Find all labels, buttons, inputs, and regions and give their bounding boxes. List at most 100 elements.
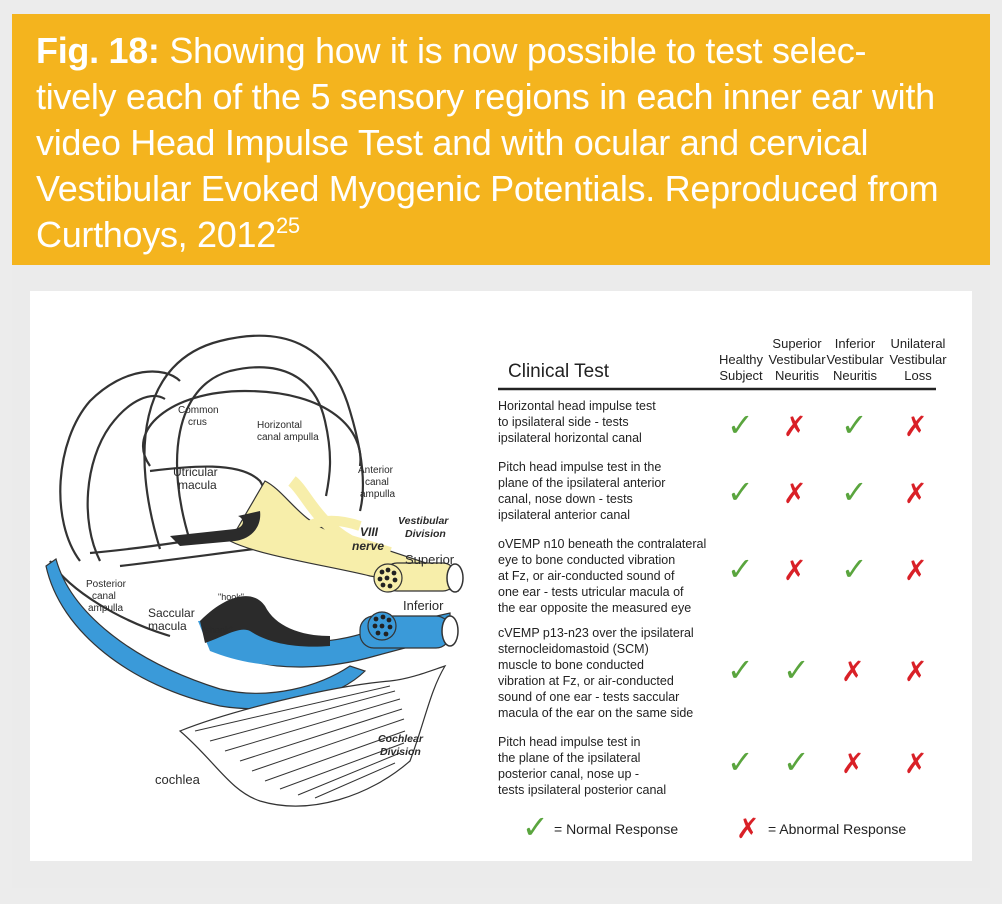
label-cochlear-division: Division [380,746,421,758]
caption-line-1: Fig. 18: Showing how it is now possible … [36,28,976,74]
label-posterior-ampulla: ampulla [88,603,123,614]
caption-text-1: Showing how it is now possible to test s… [169,30,867,71]
label-cochlea: cochlea [155,772,201,787]
clinical-test-text: one ear - tests utricular macula of [498,585,684,599]
column-header-line: Neuritis [832,368,878,383]
label-cochlear: Cochlear [378,733,424,745]
column-header-line: Subject [719,368,763,383]
caption-line-4: Vestibular Evoked Myogenic Potentials. R… [36,168,939,209]
label-inferior: Inferior [403,598,444,613]
clinical-test-text: vibration at Fz, or air-conducted [498,674,674,688]
clinical-test-text: cVEMP p13-n23 over the ipsilateral [498,626,694,640]
label-horizontal: Horizontal [257,420,302,431]
label-posterior-canal: canal [92,591,116,602]
saccular-macula [200,596,330,647]
caption-line-5: Curthoys, 201225 [36,212,976,258]
posterior-canal-blue [45,558,367,710]
check-icon: ✓ [783,743,810,781]
clinical-test-text: eye to bone conducted vibration [498,553,676,567]
cross-icon: ✗ [904,477,928,510]
diagram-labels: Common crus Horizontal canal ampulla Ant… [86,405,455,787]
inferior-structures [45,558,459,710]
cross-icon: ✗ [904,554,928,587]
legend-check-icon: ✓ [522,808,549,846]
clinical-test-text: the plane of the ipsilateral [498,751,641,765]
column-header-line: Vestibular [826,352,884,367]
clinical-test-text: at Fz, or air-conducted sound of [498,569,675,583]
viii-nerve [229,476,464,593]
cross-icon: ✗ [841,655,865,688]
label-nerve: nerve [352,539,384,553]
label-hook: "hook" [218,592,244,602]
label-canal-ampulla: canal ampulla [257,432,319,443]
column-header-line: Loss [904,368,932,383]
label-utricular: Utricular [173,465,218,479]
cross-icon: ✗ [904,655,928,688]
check-icon: ✓ [727,406,754,444]
check-icon: ✓ [727,651,754,689]
cochlea-shape [178,664,447,807]
label-superior: Superior [405,552,455,567]
clinical-test-text: posterior canal, nose up - [498,767,640,781]
cross-icon: ✗ [841,747,865,780]
label-common: Common [178,405,219,416]
horizontal-canal-upper [142,389,362,467]
clinical-test-text: the ear opposite the measured eye [498,601,692,615]
clinical-test-text: muscle to bone conducted [498,658,644,672]
label-division: Division [405,528,446,540]
legend-cross-icon: ✗ [736,812,760,845]
posterior-nerve-branch [291,515,362,540]
ganglion-dots-inferior [372,614,393,637]
clinical-test-text: ipsilateral horizontal canal [498,431,642,445]
figure-panel: Common crus Horizontal canal ampulla Ant… [30,291,972,861]
label-anterior: Anterior [358,465,394,476]
column-header-line: Healthy [718,352,764,367]
cross-icon: ✗ [783,410,807,443]
caption-text-5: Curthoys, 2012 [36,214,276,255]
clinical-test-text: canal, nose down - tests [498,492,633,506]
check-icon: ✓ [727,743,754,781]
cochlea-fibers [194,685,406,799]
inner-ear-diagram: Common crus Horizontal canal ampulla Ant… [45,334,936,807]
label-viii: VIII [360,525,379,539]
legend-abnormal: = Abnormal Response [768,821,907,837]
clinical-test-text: to ipsilateral side - tests [498,415,629,429]
clinical-test-text: Pitch head impulse test in [498,735,641,749]
label-posterior: Posterior [86,579,127,590]
column-header-line: Vestibular [889,352,947,367]
cross-icon: ✗ [904,410,928,443]
superior-nerve-end [446,563,464,593]
column-header-line: Unilateral [890,336,946,351]
column-header-line: Neuritis [774,368,820,383]
check-icon: ✓ [841,406,868,444]
reference-superscript: 25 [275,213,300,238]
clinical-test-text: oVEMP n10 beneath the contralateral [498,537,707,551]
clinical-test-text: tests ipsilateral posterior canal [498,783,667,797]
clinical-test-text: Horizontal head impulse test [498,399,656,413]
clinical-test-text: Pitch head impulse test in the [498,460,662,474]
cross-icon: ✗ [904,747,928,780]
label-anterior-ampulla: ampulla [360,489,395,500]
check-icon: ✓ [727,550,754,588]
legend-normal: = Normal Response [554,821,679,837]
figure-label: Fig. 18: [36,30,160,71]
label-saccular: Saccular [148,606,195,620]
cross-icon: ✗ [783,477,807,510]
label-crus: crus [188,417,207,428]
posterior-canal-outer [59,370,181,562]
cross-icon: ✗ [783,554,807,587]
check-icon: ✓ [783,651,810,689]
posterior-canal-inner [86,394,166,562]
figure-caption: Fig. 18: Showing how it is now possible … [12,14,990,265]
clinical-test-text: plane of the ipsilateral anterior [498,476,666,490]
check-icon: ✓ [727,473,754,511]
column-header-line [709,336,773,352]
label-vestibular: Vestibular [398,515,449,527]
clinical-test-row-1: Horizontal head impulse test to ipsilater… [498,398,656,446]
anterior-nerve-branch [287,476,392,559]
